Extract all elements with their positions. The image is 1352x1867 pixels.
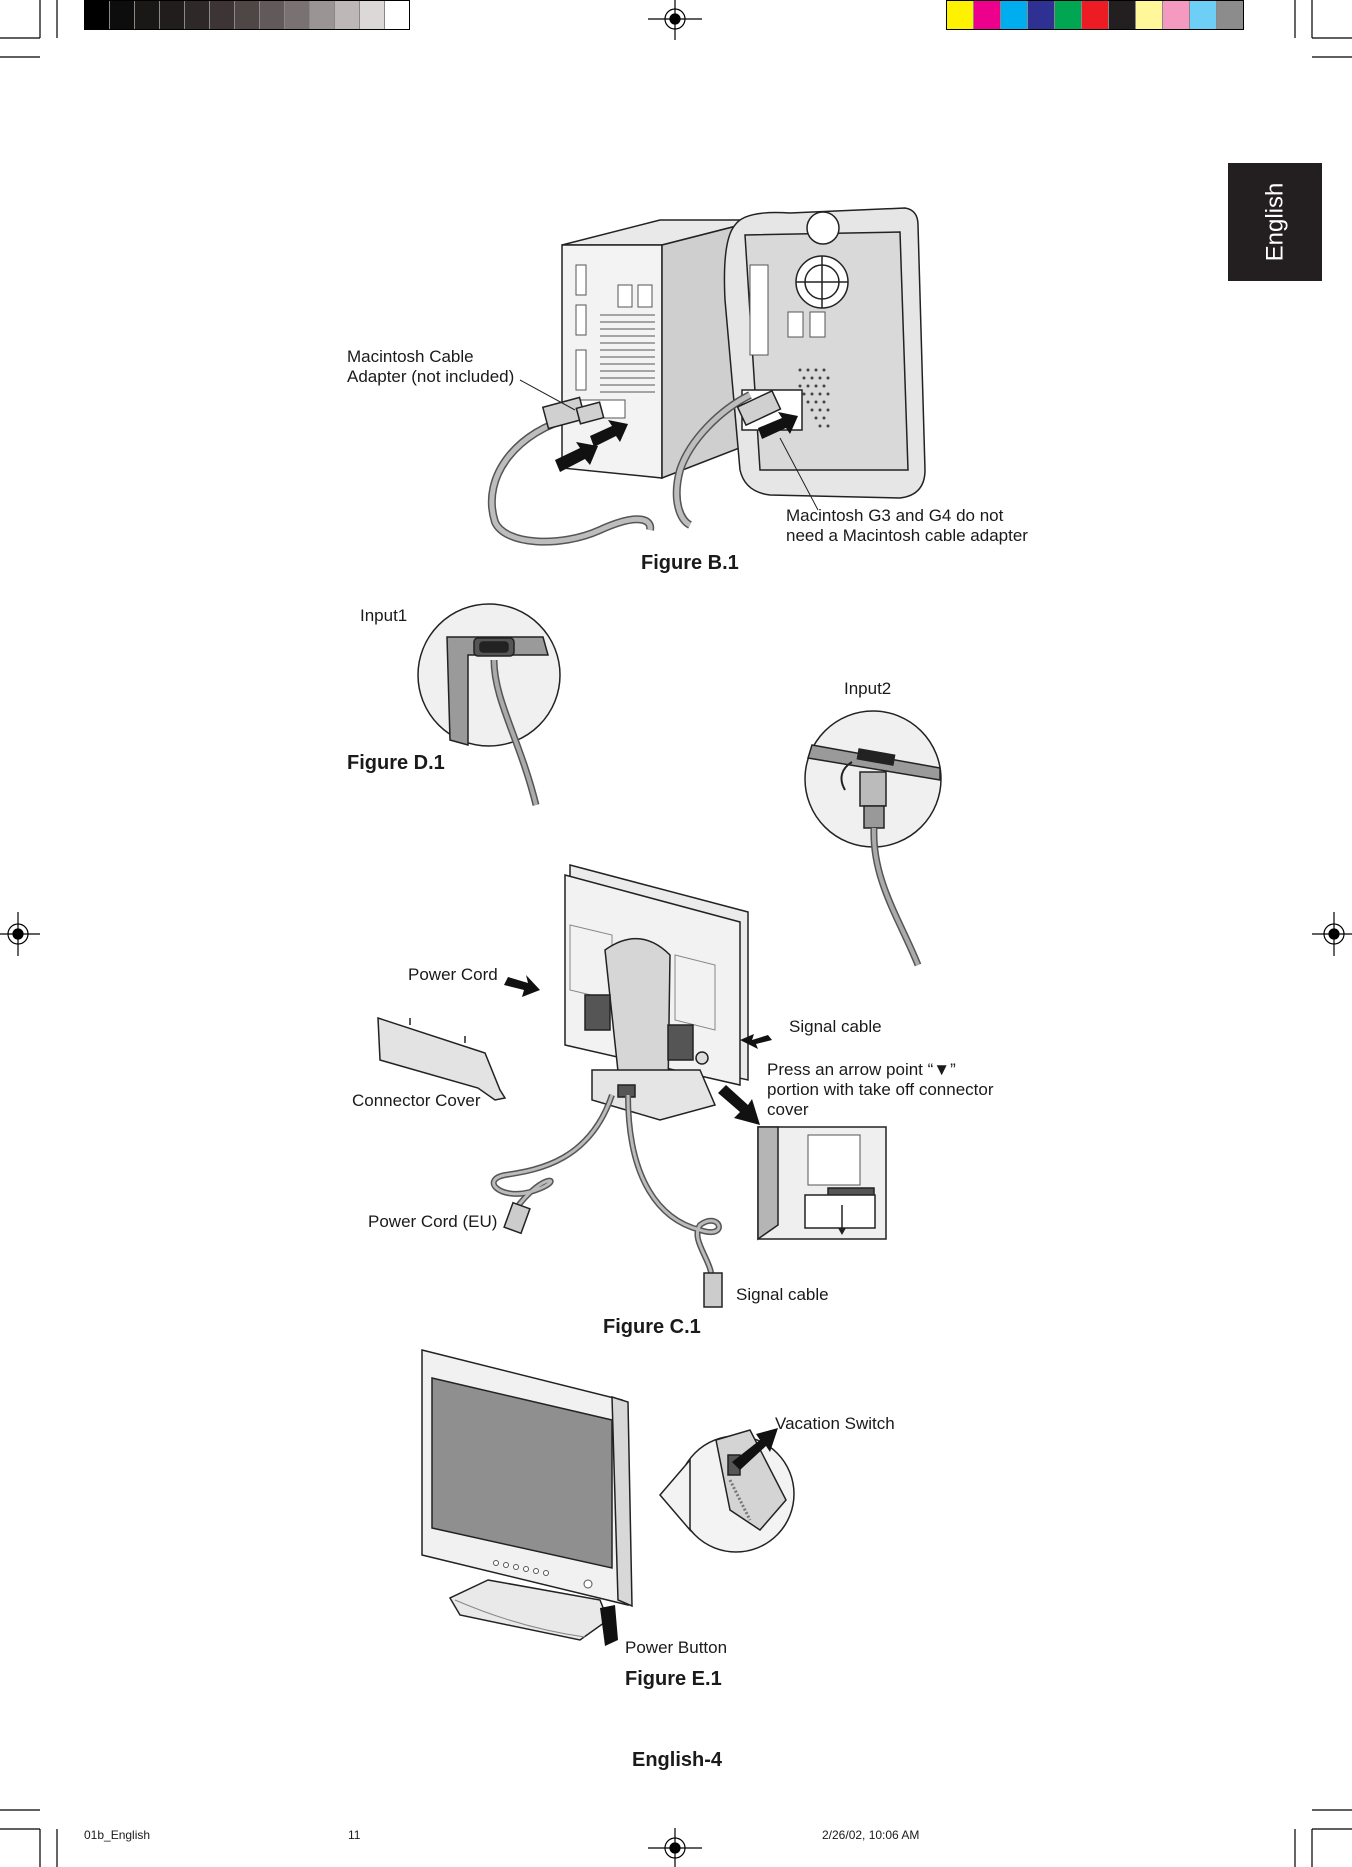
press-arrow-line1: Press an arrow point “▼” <box>767 1060 956 1079</box>
color-swatch <box>309 1 334 29</box>
color-swatch <box>384 1 409 29</box>
figure-d1-input1-inset <box>417 603 561 806</box>
color-swatch <box>134 1 159 29</box>
color-swatch <box>259 1 284 29</box>
color-swatch <box>109 1 134 29</box>
process-color-bar <box>946 0 1244 30</box>
input1-label: Input1 <box>360 606 408 625</box>
figure-e1-illustration <box>421 1349 795 1646</box>
color-swatch <box>1081 1 1108 29</box>
input2-label: Input2 <box>844 679 892 698</box>
color-swatch <box>1135 1 1162 29</box>
color-swatch <box>1027 1 1054 29</box>
color-swatch <box>85 1 109 29</box>
color-swatch <box>1189 1 1216 29</box>
power-button-label: Power Button <box>625 1638 728 1657</box>
figure-b1-caption: Figure B.1 <box>641 552 739 574</box>
color-swatch <box>1162 1 1189 29</box>
figure-c1-caption: Figure C.1 <box>603 1316 701 1338</box>
power-cord-label: Power Cord <box>408 965 498 984</box>
footer-file-name: 01b_English <box>84 1828 151 1842</box>
figure-d1-caption: Figure D.1 <box>347 752 445 774</box>
signal-cable-top-label: Signal cable <box>789 1017 882 1036</box>
color-swatch <box>184 1 209 29</box>
registration-mark-bottom <box>648 1828 702 1867</box>
connector-cover-label: Connector Cover <box>352 1091 481 1110</box>
figure-d1-input2-inset <box>804 710 942 967</box>
color-swatch <box>973 1 1000 29</box>
footer-timestamp: 2/26/02, 10:06 AM <box>822 1828 920 1842</box>
vacation-switch-label: Vacation Switch <box>775 1414 895 1433</box>
color-swatch <box>1216 1 1243 29</box>
color-swatch <box>1000 1 1027 29</box>
press-arrow-line2: portion with take off connector <box>767 1080 994 1099</box>
color-swatch <box>947 1 973 29</box>
registration-mark-top <box>648 0 702 40</box>
color-swatch <box>159 1 184 29</box>
footer-page-number: 11 <box>348 1828 361 1842</box>
press-arrow-line3: cover <box>767 1100 809 1119</box>
figure-b1-illustration <box>487 207 926 546</box>
grayscale-color-bar <box>84 0 410 30</box>
language-side-tab: English <box>1228 163 1322 281</box>
power-cord-eu-label: Power Cord (EU) <box>368 1212 498 1231</box>
language-side-tab-label: English <box>1261 182 1288 262</box>
page-label: English-4 <box>632 1749 723 1771</box>
color-swatch <box>209 1 234 29</box>
color-swatch <box>359 1 384 29</box>
adapter-label-line1: Macintosh Cable <box>347 347 474 366</box>
figure-c1-illustration <box>377 864 887 1308</box>
g3g4-note-line1: Macintosh G3 and G4 do not <box>786 506 1004 525</box>
color-swatch <box>1054 1 1081 29</box>
signal-cable-bottom-label: Signal cable <box>736 1285 829 1304</box>
g3g4-note-line2: need a Macintosh cable adapter <box>786 526 1028 545</box>
adapter-label-line2: Adapter (not included) <box>347 367 515 386</box>
registration-mark-right <box>1312 912 1352 956</box>
color-swatch <box>234 1 259 29</box>
registration-mark-left <box>0 912 40 956</box>
color-swatch <box>1108 1 1135 29</box>
color-swatch <box>334 1 359 29</box>
figure-e1-caption: Figure E.1 <box>625 1668 722 1690</box>
color-swatch <box>284 1 309 29</box>
